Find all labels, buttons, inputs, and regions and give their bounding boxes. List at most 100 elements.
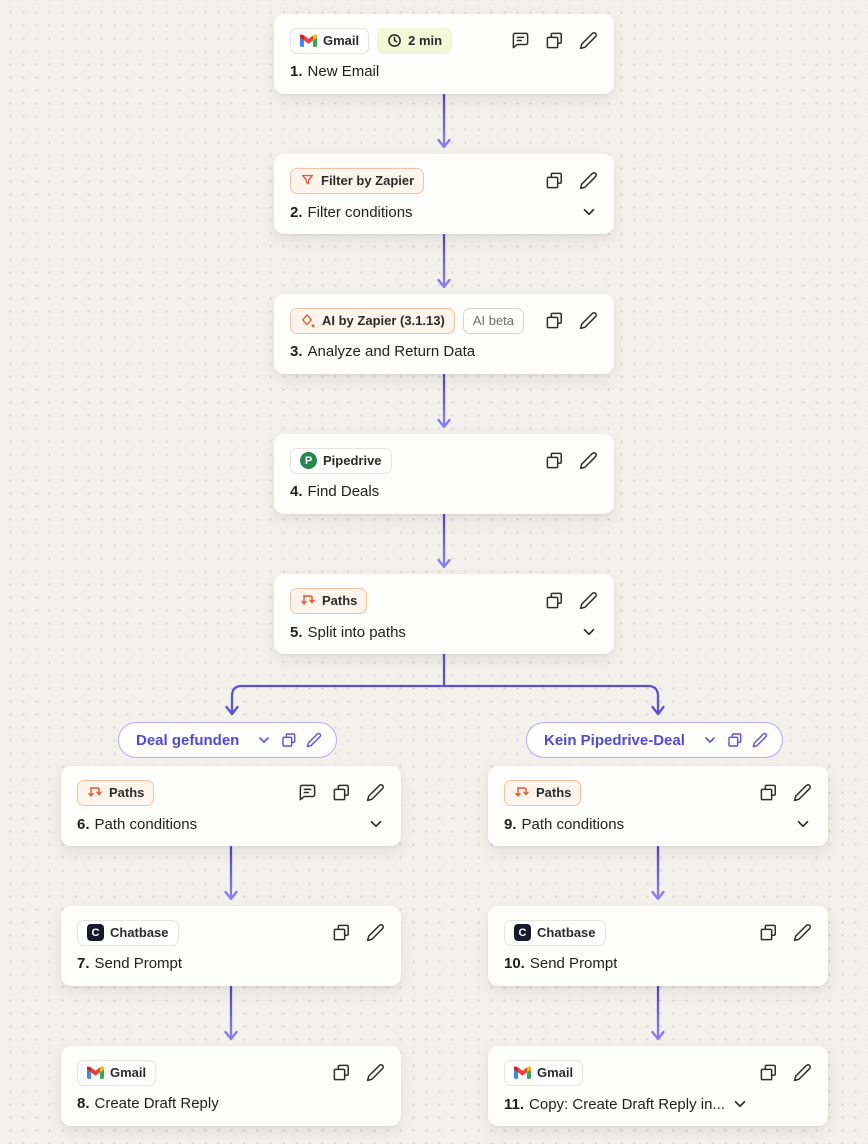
connector-arrow-9-10 [651,846,665,901]
step-number: 2. [290,203,303,221]
gmail-icon [87,1066,104,1079]
edit-icon[interactable] [579,451,598,470]
app-badge-paths: Paths [77,779,155,806]
connector-split [225,654,665,716]
chatbase-icon: C [514,924,531,941]
step-card-10[interactable]: C Chatbase 10. Send Prompt [488,906,828,986]
edit-icon[interactable] [366,783,385,802]
copy-icon[interactable] [281,732,297,748]
edit-icon[interactable] [793,1063,812,1082]
step-card-9[interactable]: Paths 9. Path conditions [488,766,828,846]
note-icon[interactable] [511,31,530,50]
step-card-11[interactable]: Gmail 11. Copy: Create Draft Reply in... [488,1046,828,1126]
duration-label: 2 min [408,33,443,48]
step-card-6[interactable]: Paths 6. Path conditions [61,766,401,846]
app-badge-label: Chatbase [110,925,169,940]
edit-icon[interactable] [579,171,598,190]
duration-badge: 2 min [377,27,453,54]
app-badge-label: Gmail [110,1065,147,1080]
chevron-down-icon[interactable] [367,815,385,833]
step-card-7[interactable]: C Chatbase 7. Send Prompt [61,906,401,986]
copy-icon[interactable] [545,591,564,610]
app-badge-label: Pipedrive [323,453,382,468]
edit-icon[interactable] [579,311,598,330]
copy-icon[interactable] [332,1063,351,1082]
copy-icon[interactable] [545,171,564,190]
edit-icon[interactable] [366,1063,385,1082]
step-card-4[interactable]: P Pipedrive 4. Find Deals [274,434,614,514]
app-badge-label: Paths [536,785,572,800]
branch-pill-kein-pipedrive-deal[interactable]: Kein Pipedrive-Deal [526,722,783,758]
step-number: 6. [77,815,90,833]
copy-icon[interactable] [332,923,351,942]
copy-icon[interactable] [545,31,564,50]
app-badge-label: AI by Zapier (3.1.13) [322,313,445,328]
edit-icon[interactable] [793,923,812,942]
app-badge-label: Filter by Zapier [321,173,415,188]
connector-arrow-2-3 [437,234,451,289]
copy-icon[interactable] [759,783,778,802]
app-badge-paths: Paths [290,587,368,614]
copy-icon[interactable] [759,1063,778,1082]
chevron-down-icon[interactable] [731,1095,749,1113]
chevron-down-icon[interactable] [580,623,598,641]
app-badge-filter: Filter by Zapier [290,167,425,194]
note-icon[interactable] [298,783,317,802]
step-number: 9. [504,815,517,833]
ai-sparkle-icon [302,313,315,327]
copy-icon[interactable] [759,923,778,942]
step-title: Send Prompt [529,955,618,972]
step-number: 11. [504,1095,525,1113]
app-badge-pipedrive: P Pipedrive [290,447,392,474]
copy-icon[interactable] [332,783,351,802]
app-badge-chatbase: C Chatbase [504,919,606,946]
chevron-down-icon[interactable] [580,203,598,221]
step-card-3[interactable]: AI by Zapier (3.1.13) AI beta 3. Analyze… [274,294,614,374]
gmail-icon [300,34,317,47]
connector-arrow-1-2 [437,94,451,149]
clock-icon [388,34,401,47]
chevron-down-icon[interactable] [256,732,272,748]
app-badge-label: Gmail [323,33,360,48]
step-title: Filter conditions [307,203,413,221]
edit-icon[interactable] [366,923,385,942]
step-number: 8. [77,1095,90,1112]
copy-icon[interactable] [545,311,564,330]
app-badge-gmail: Gmail [77,1059,157,1086]
branch-pill-deal-gefunden[interactable]: Deal gefunden [118,722,338,758]
app-badge-chatbase: C Chatbase [77,919,179,946]
gmail-icon [514,1066,531,1079]
edit-icon[interactable] [306,732,322,748]
app-badge-gmail: Gmail [504,1059,584,1086]
step-number: 5. [290,623,303,641]
edit-icon[interactable] [579,591,598,610]
ai-beta-badge: AI beta [462,307,525,334]
connector-arrow-10-11 [651,986,665,1041]
app-badge-label: Paths [322,593,358,608]
step-title: Copy: Create Draft Reply in... [529,1095,725,1113]
step-card-5[interactable]: Paths 5. Split into paths [274,574,614,654]
app-badge-label: Gmail [537,1065,574,1080]
step-number: 10. [504,955,525,972]
copy-icon[interactable] [727,732,743,748]
edit-icon[interactable] [793,783,812,802]
step-title: Create Draft Reply [94,1095,219,1112]
app-badge-ai-by-zapier: AI by Zapier (3.1.13) [290,307,455,334]
chevron-down-icon[interactable] [794,815,812,833]
chevron-down-icon[interactable] [702,732,718,748]
copy-icon[interactable] [545,451,564,470]
step-title: Analyze and Return Data [307,343,476,360]
step-card-8[interactable]: Gmail 8. Create Draft Reply [61,1046,401,1126]
connector-arrow-4-5 [437,514,451,569]
step-title: Path conditions [521,815,625,833]
paths-split-icon [88,786,102,797]
step-number: 4. [290,483,303,500]
edit-icon[interactable] [752,732,768,748]
branch-label: Deal gefunden [136,731,240,749]
edit-icon[interactable] [579,31,598,50]
step-card-2[interactable]: Filter by Zapier 2. Filter conditions [274,154,614,234]
step-number: 3. [290,343,303,360]
paths-split-icon [515,786,529,797]
step-card-1[interactable]: Gmail 2 min 1. New Email [274,14,614,94]
